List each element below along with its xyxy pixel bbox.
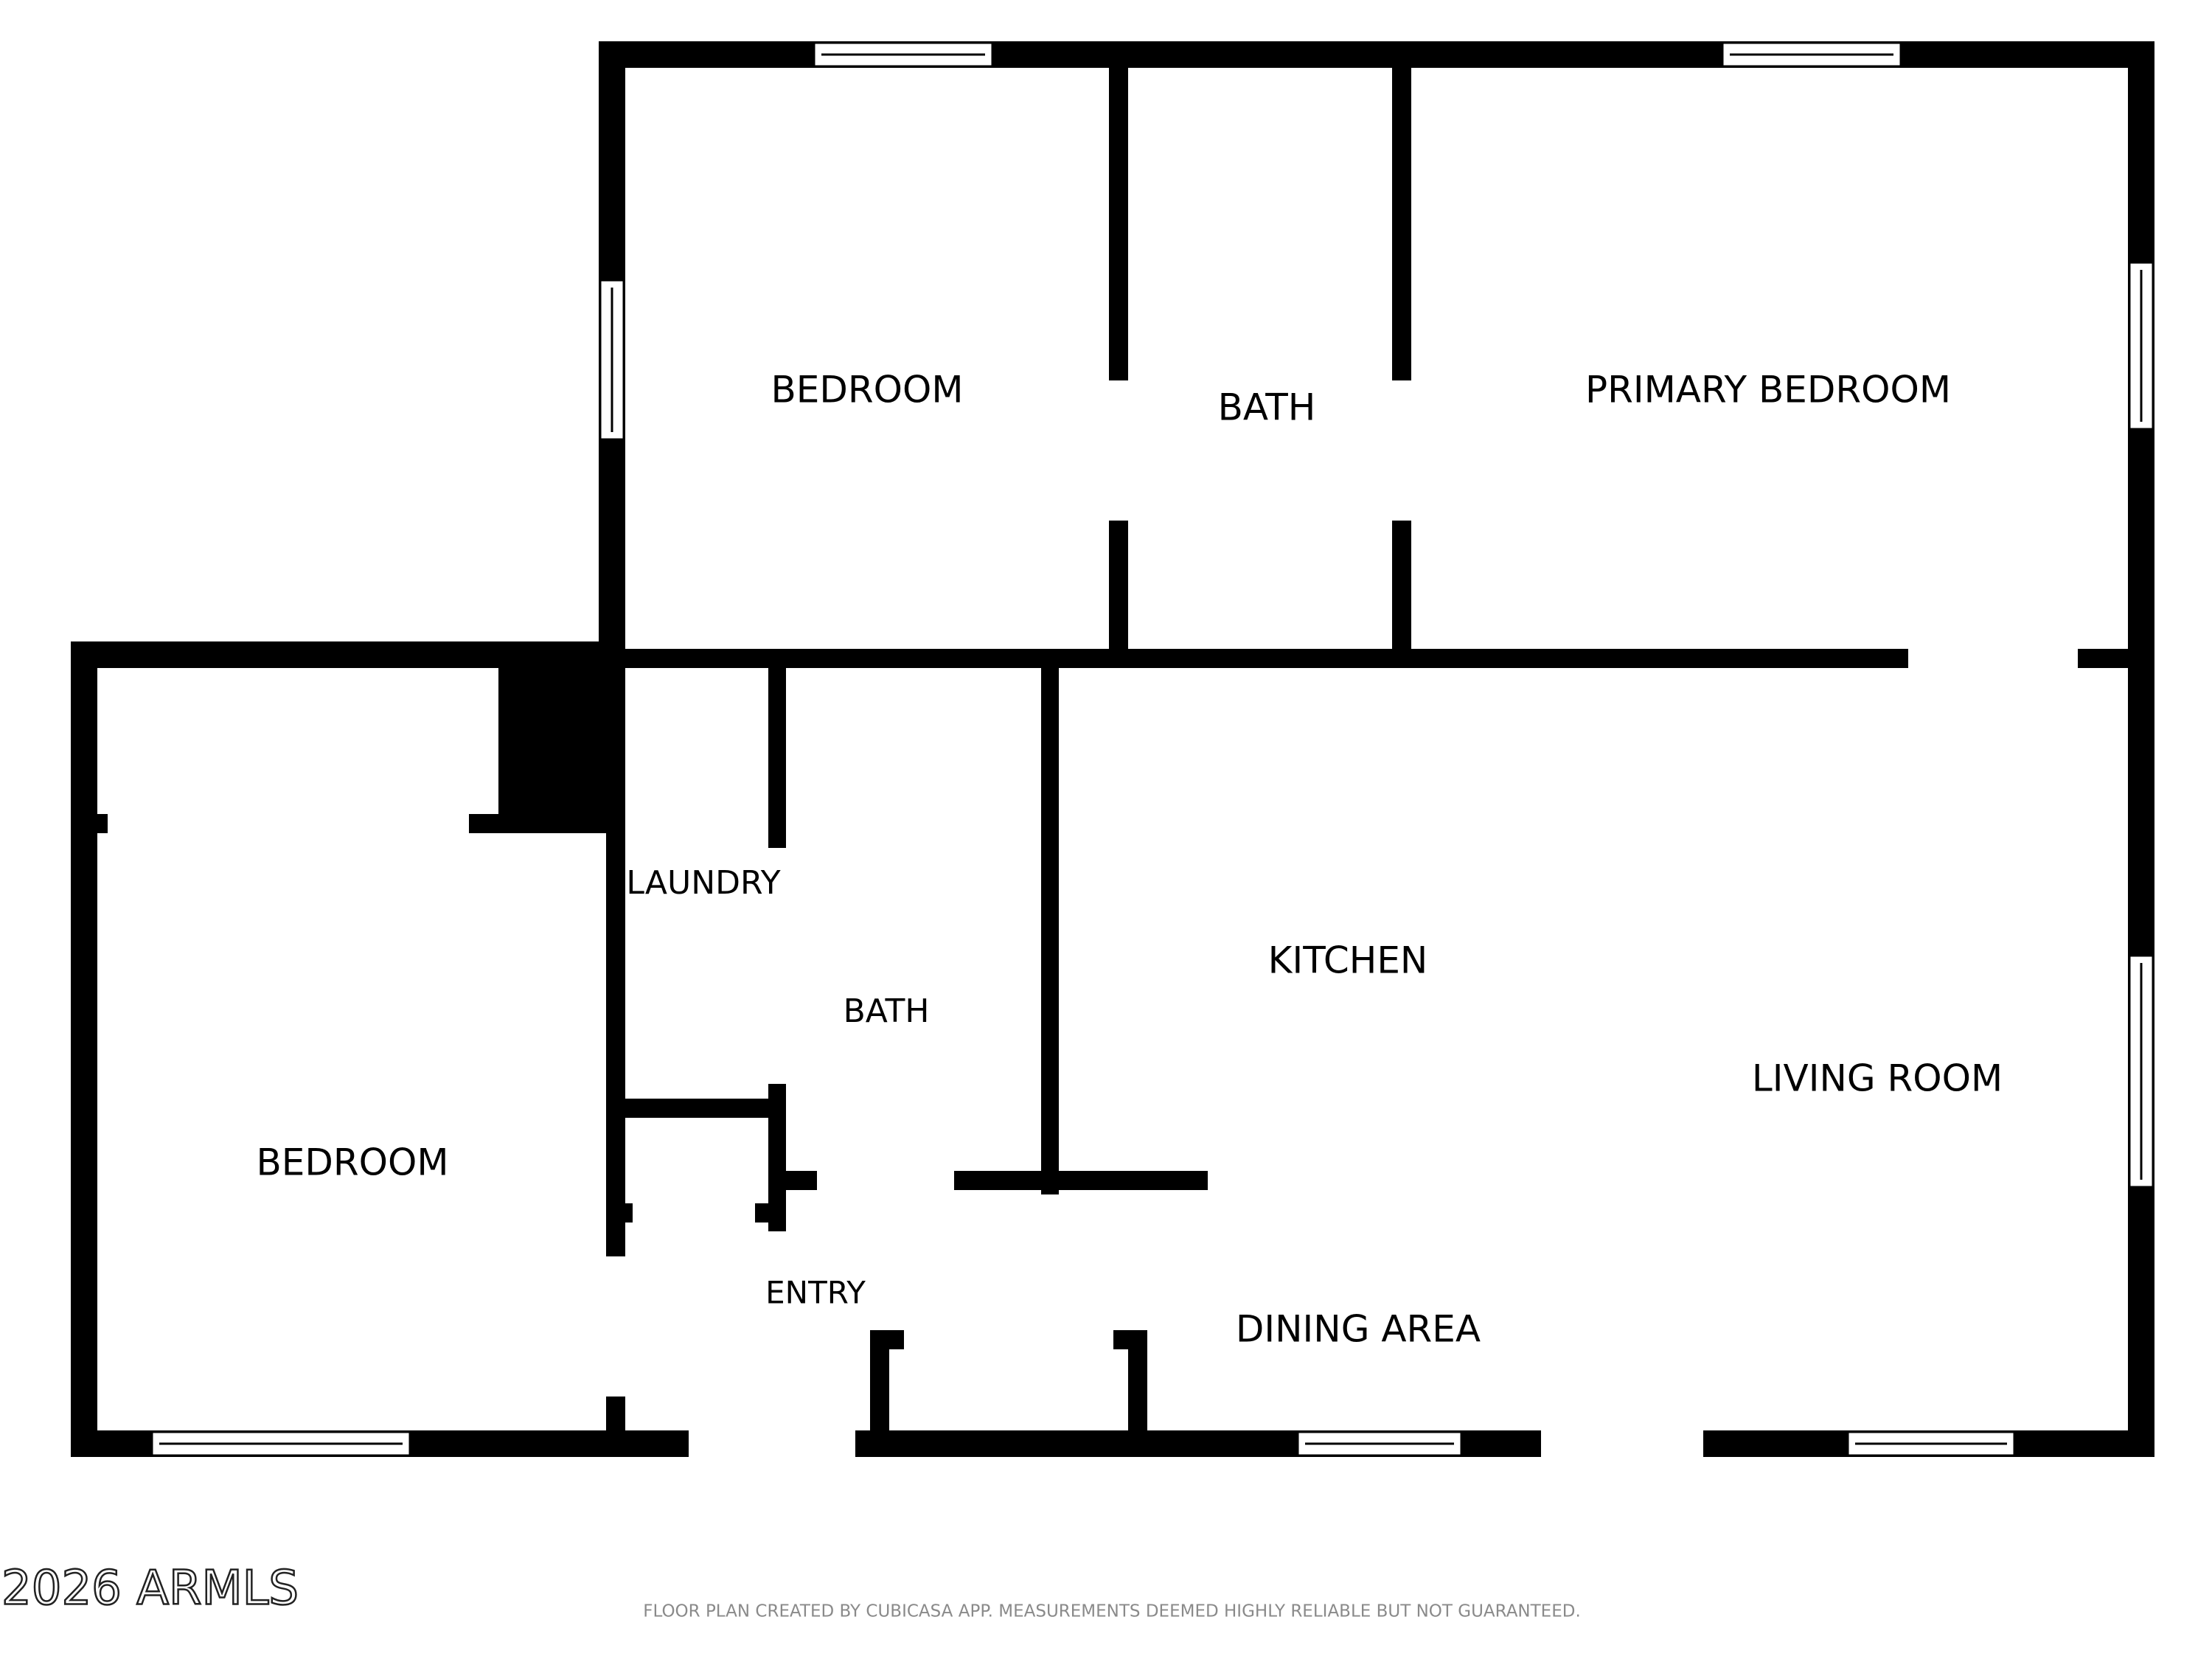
wall-mid-horizontal-right [2078,649,2154,668]
opening-bedroom-entry [605,1256,627,1397]
window-bottom-living [1846,1430,2016,1457]
opening-closet-door [108,813,469,835]
windows [150,41,2154,1457]
room-label-bath-mid: BATH [844,992,930,1030]
room-label-primary-bedroom: PRIMARY BEDROOM [1585,369,1951,411]
window-top-primary [1721,41,1902,68]
wall-mid-horizontal [599,649,1908,668]
footer-disclaimer: FLOOR PLAN CREATED BY CUBICASA APP. MEAS… [643,1602,1581,1621]
window-top-bedroom [813,41,994,68]
room-label-laundry: LAUNDRY [626,864,780,902]
opening-bath-primary-door [1392,380,1411,521]
window-bottom-dining [1296,1430,1463,1457]
opening-entry-door [689,1429,855,1458]
wall-closet-stub-right [755,1203,786,1222]
window-right-living [2128,954,2154,1189]
opening-closet-front [633,1202,755,1224]
opening-dining-living [1541,1429,1703,1458]
opening-bedroom-bath-door [1109,380,1128,521]
opening-laundry-bath-door [767,848,787,1084]
room-labels: BEDROOM BATH PRIMARY BEDROOM LAUNDRY BAT… [257,369,2003,1351]
wall-bottom-exterior [71,1430,2154,1457]
room-label-living-room: LIVING ROOM [1752,1057,2003,1100]
opening-bumpout-window [904,1329,1113,1351]
wall-left-exterior [71,641,97,1457]
openings [108,380,2078,1458]
room-label-bedroom-left: BEDROOM [257,1141,449,1184]
wall-bumpout-right [1128,1330,1147,1457]
room-label-kitchen: KITCHEN [1268,939,1428,982]
wall-bath-primary-top [1392,41,1411,668]
wall-bath-kitchen [1041,649,1059,1194]
window-left-bedroom-top [599,279,625,441]
wall-laundry-bottom [606,1099,786,1118]
room-label-entry: ENTRY [765,1275,866,1311]
window-right-primary [2128,261,2154,431]
window-bottom-bedroom [150,1430,411,1457]
wall-closet-stub-left [606,1203,633,1222]
wall-right-exterior [2128,41,2154,1457]
copyright-watermark: 2026 ARMLS [1,1562,299,1616]
room-label-bath-top: BATH [1218,386,1316,429]
solid-block [498,641,625,830]
room-label-dining-area: DINING AREA [1236,1308,1481,1351]
opening-mid-right [1908,647,2078,669]
wall-bedroom-bath-top [1109,41,1128,668]
opening-bath-front-door [817,1169,954,1192]
wall-bumpout-left [870,1330,889,1457]
room-label-bedroom-top: BEDROOM [771,369,964,411]
